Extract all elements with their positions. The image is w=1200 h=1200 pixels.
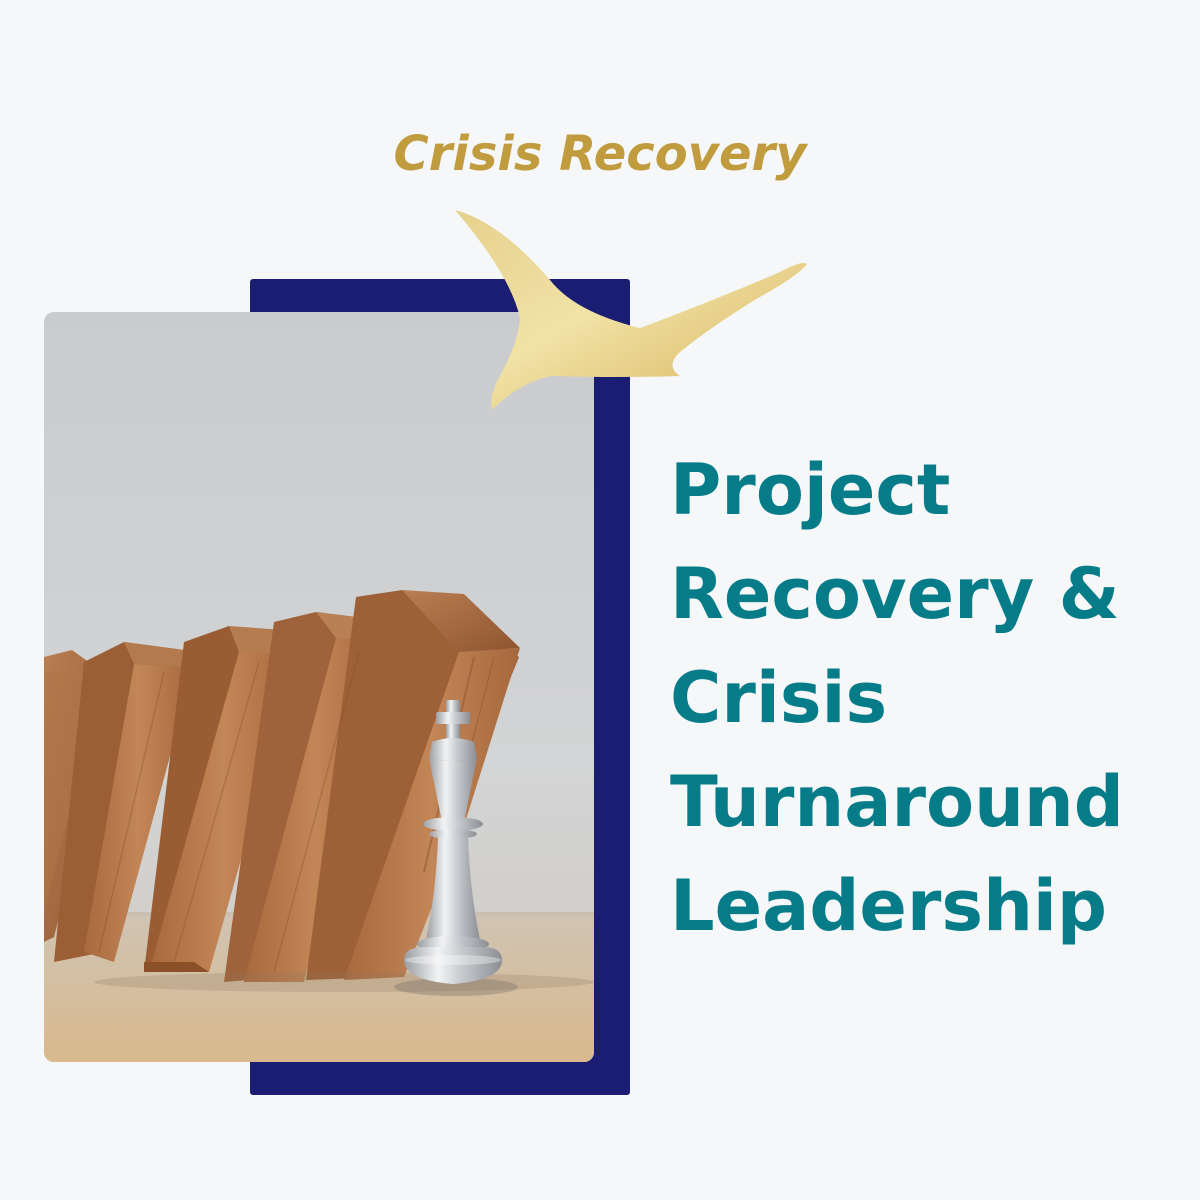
dominoes-chess-king-photo [44, 312, 594, 1062]
headline-line-1: Project [670, 449, 951, 531]
headline-line-2: Recovery & [670, 553, 1120, 635]
kicker-text: Crisis Recovery [393, 126, 807, 182]
headline: Project Recovery & Crisis Turnaround Lea… [670, 438, 1124, 958]
headline-line-3: Crisis [670, 657, 888, 739]
headline-line-5: Leadership [670, 865, 1108, 947]
headline-line-4: Turnaround [670, 761, 1124, 843]
gold-bird-icon [455, 210, 807, 410]
